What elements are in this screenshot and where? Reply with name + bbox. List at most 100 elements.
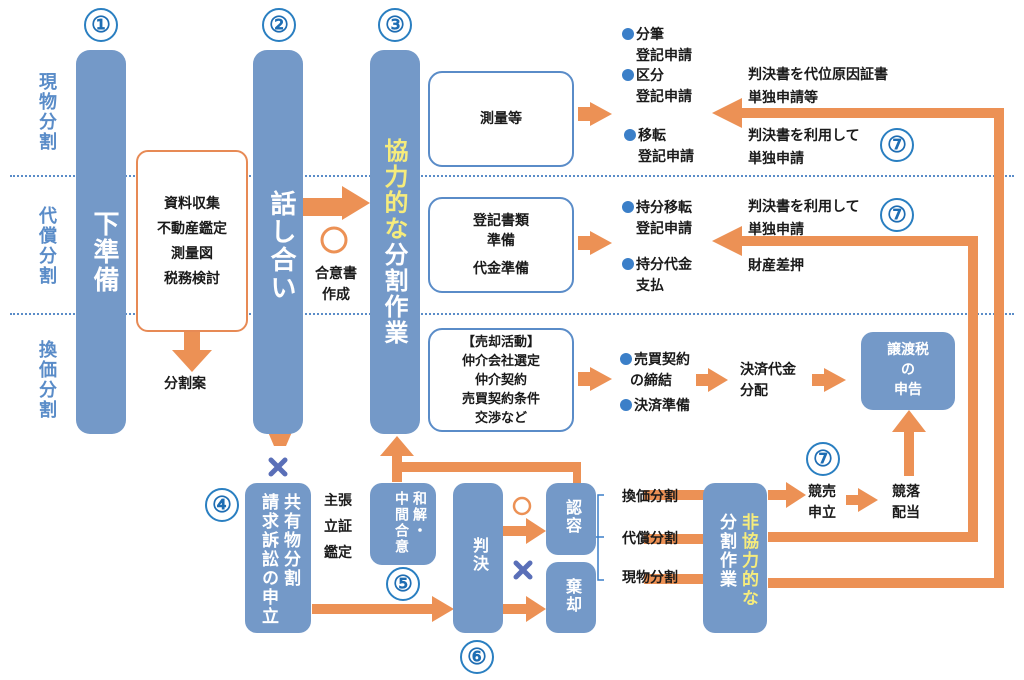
method-compensation: 代償分割 <box>622 531 678 547</box>
suit-line: 共有物分割 <box>280 493 300 588</box>
preparation-label: 下準備 <box>89 210 119 294</box>
note-line: 財産差押 <box>748 258 804 274</box>
suit-line: 請求訴訟の申立 <box>258 493 278 626</box>
box-line: 仲介契約 <box>474 372 527 388</box>
arrow-discussion-right <box>303 198 345 216</box>
lane-label-sale: 換価分割 <box>36 340 57 420</box>
prep-item: 資料収集 <box>164 196 220 212</box>
judgment-label: 判決 <box>470 537 489 573</box>
step-6-badge: ⑥ <box>460 640 494 674</box>
arrow-discussion-right-head <box>342 186 370 220</box>
prep-item: 測量図 <box>171 246 213 262</box>
step-7-badge: ⑦ <box>880 198 914 232</box>
lane-divider <box>10 175 1014 177</box>
prep-item: 不動産鑑定 <box>157 221 227 237</box>
tax-line: 申告 <box>894 382 922 398</box>
bullet-icon <box>622 201 634 213</box>
documents-box: 登記書類 準備 代金準備 <box>428 197 574 293</box>
preparation-pillar: 下準備 <box>76 50 126 434</box>
box-line: 仲介会社選定 <box>461 353 540 369</box>
settlement-line: 分配 <box>740 383 768 399</box>
physical-item: 移転 登記申請 <box>624 126 694 168</box>
physical-note: 判決書を代位原因証書 単独申請等 <box>748 64 888 110</box>
process-line: 主張 <box>324 493 352 509</box>
step-3-badge: ③ <box>378 8 412 42</box>
step-4-badge: ④ <box>205 488 239 522</box>
compensation-note: 判決書を利用して 単独申請 <box>748 196 860 242</box>
method-sale: 換価分割 <box>622 489 678 505</box>
step-7-badge: ⑦ <box>880 128 914 162</box>
box-line: 登記書類 <box>473 213 529 229</box>
bullet-icon <box>620 353 632 365</box>
survey-label: 測量等 <box>480 111 522 127</box>
settlement-line: 決済代金 <box>740 362 796 378</box>
settlement-box: 和解・中間合意 <box>370 483 436 565</box>
noncoop-main: 分割作業 <box>716 513 736 589</box>
auction-line: 競落 <box>892 484 920 500</box>
auction-line: 申立 <box>808 505 836 521</box>
dismissed-label: 棄却 <box>563 578 582 614</box>
division-plan-label: 分割案 <box>164 376 206 392</box>
box-line: 【売却活動】 <box>461 334 540 350</box>
note-line: 判決書を利用して <box>748 128 860 144</box>
compensation-item: 持分移転 登記申請 <box>622 198 692 240</box>
discussion-pillar: 話し合い <box>253 50 303 434</box>
preparation-box: 資料収集 不動産鑑定 測量図 税務検討 <box>136 150 248 332</box>
compensation-note: 財産差押 <box>748 256 804 277</box>
arrow-prep-down-head <box>172 350 212 372</box>
noncooperative-label: 非協力的な分割作業 <box>715 513 759 608</box>
item-line: 区分 <box>636 68 664 84</box>
item-line: 登記申請 <box>638 149 694 165</box>
cooperative-label: 協力的な分割作業 <box>380 138 408 346</box>
method-physical: 現物分割 <box>622 570 678 586</box>
physical-item: 区分 登記申請 <box>622 66 692 108</box>
cooperative-label-main: 分割作業 <box>380 242 408 346</box>
tax-line: 譲渡税 <box>887 342 929 358</box>
sales-activity-box: 【売却活動】 仲介会社選定 仲介契約 売買契約条件 交渉など <box>428 328 574 432</box>
agreement-line: 合意書 <box>315 266 357 282</box>
lane-divider <box>10 313 1014 315</box>
cross-marks <box>268 457 533 580</box>
arrow-discussion-down <box>268 432 292 446</box>
auction-line: 配当 <box>892 505 920 521</box>
settlement-line: 和解・ <box>411 491 427 539</box>
box-line: 準備 <box>487 233 515 249</box>
process-line: 立証 <box>324 519 352 535</box>
suit-filing-label: 共有物分割請求訴訟の申立 <box>257 493 301 626</box>
item-line: 支払 <box>636 278 664 294</box>
bullet-icon <box>624 129 636 141</box>
step-2-badge: ② <box>262 8 296 42</box>
physical-note: 判決書を利用して 単独申請 <box>748 125 860 171</box>
item-line: 登記申請 <box>636 221 692 237</box>
item-line: 分筆 <box>636 27 664 43</box>
process-line: 鑑定 <box>324 545 352 561</box>
cooperative-label-accent: 協力的な <box>380 138 408 242</box>
step-5-badge: ⑤ <box>386 567 420 601</box>
auction-line: 競売 <box>808 484 836 500</box>
item-line: 持分代金 <box>636 257 692 273</box>
transfer-tax-box: 譲渡税 の 申告 <box>861 332 955 410</box>
item-line: 決済準備 <box>634 398 690 414</box>
judgment-ok-circle <box>512 496 532 516</box>
lane-label-physical: 現物分割 <box>36 72 57 152</box>
suit-filing-box: 共有物分割請求訴訟の申立 <box>245 483 311 633</box>
box-line: 売買契約条件 <box>461 391 540 407</box>
note-line: 判決書を代位原因証書 <box>748 67 888 83</box>
compensation-item: 持分代金 支払 <box>622 255 692 297</box>
dismissed-box: 棄却 <box>546 562 596 633</box>
bullet-icon <box>622 258 634 270</box>
noncooperative-box: 非協力的な分割作業 <box>703 483 767 633</box>
sale-item: 決済準備 <box>620 396 690 417</box>
step-7-badge: ⑦ <box>806 442 840 476</box>
item-line: 移転 <box>638 128 666 144</box>
sale-item: 売買契約 の締結 <box>620 350 690 392</box>
survey-box: 測量等 <box>428 71 574 167</box>
item-line: 登記申請 <box>636 48 692 64</box>
item-line: の締結 <box>630 373 672 389</box>
item-line: 登記申請 <box>636 89 692 105</box>
methods-bracket <box>596 494 604 581</box>
box-line: 交渉など <box>474 410 527 426</box>
step-1-badge: ① <box>84 8 118 42</box>
accepted-box: 認容 <box>546 483 596 555</box>
item-line: 持分移転 <box>636 200 692 216</box>
